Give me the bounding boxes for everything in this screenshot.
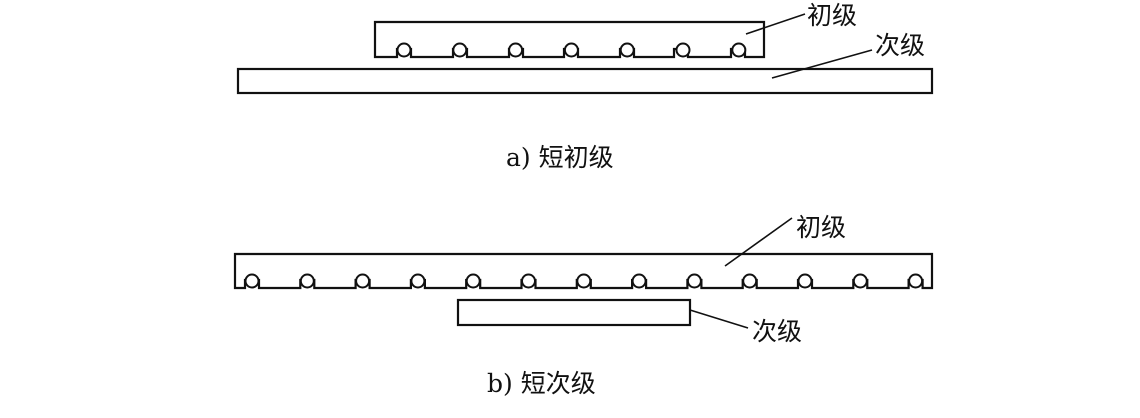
panel-b-primary-label: 初级 [796,213,846,242]
panel-a-coil [563,42,579,58]
panel-b-secondary-label: 次级 [752,317,802,346]
panel-b-coils [244,273,924,289]
panel-b-coil [465,273,481,289]
panel-a-coil [396,42,412,58]
panel-b-coil [355,273,371,289]
panel-b-coil [410,273,426,289]
panel-a-coil [452,42,468,58]
panel-b-coil [797,273,813,289]
panel-b-caption: b) 短次级 [487,369,596,398]
panel-b: 初级 次级 b) 短次级 [233,213,934,398]
panel-b-primary-leader [724,217,793,267]
panel-b-secondary-leader [689,309,749,329]
panel-a-secondary-plate [236,67,934,95]
panel-a-coil [731,42,747,58]
panel-b-coil [299,273,315,289]
panel-b-coil [244,273,260,289]
panel-a-caption: a) 短初级 [506,143,614,172]
panel-a-primary-leader [745,13,806,35]
panel-b-coil [852,273,868,289]
panel-b-coil [631,273,647,289]
panel-b-secondary-plate [456,298,692,327]
panel-a: 初级 次级 a) 短初级 [236,1,934,172]
panel-a-coil [508,42,524,58]
panel-a-coil [619,42,635,58]
panel-b-coil [521,273,536,289]
panel-a-secondary-leader [771,49,873,79]
panel-a-secondary-label: 次级 [875,31,925,60]
panel-b-coil [576,273,592,289]
panel-b-coil [742,273,758,289]
panel-a-primary-label: 初级 [807,1,857,30]
panel-b-coil [686,273,702,289]
panel-b-coil [908,273,924,289]
panel-a-coils [396,42,747,58]
panel-a-coil [675,42,691,58]
